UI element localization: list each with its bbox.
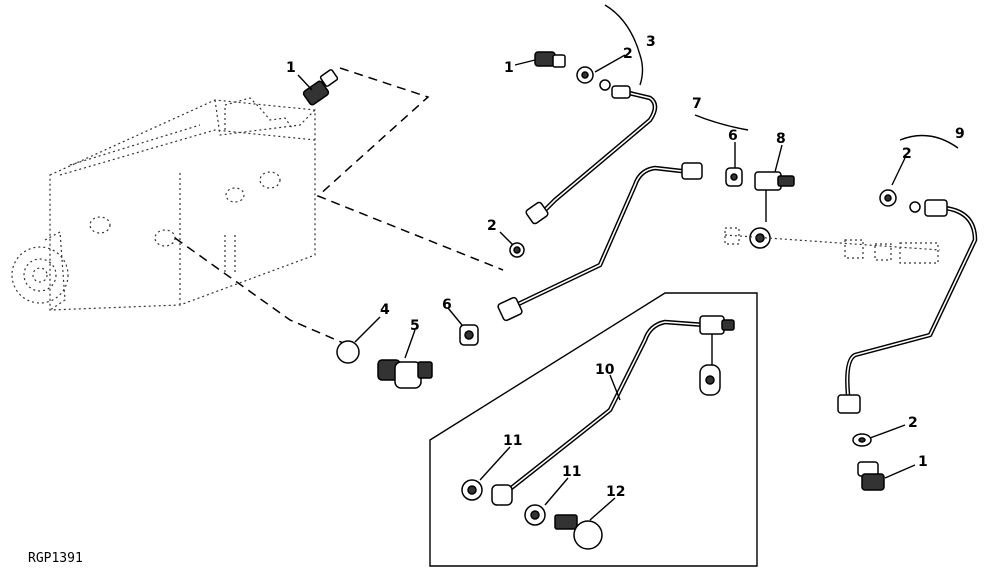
leader-lines	[297, 54, 916, 521]
callout-6b: 6	[728, 128, 738, 144]
callout-9: 9	[955, 126, 965, 142]
callout-4: 4	[380, 302, 390, 318]
callout-6a: 6	[442, 297, 452, 313]
injection-pump-body	[11, 97, 316, 311]
pipe-3	[525, 4, 658, 225]
inset-panel	[429, 292, 758, 567]
figure-code: RGP1391	[28, 551, 83, 566]
callout-1c: 1	[918, 454, 928, 470]
callout-3: 3	[646, 34, 656, 50]
callout-5: 5	[410, 318, 420, 334]
callout-1b: 1	[504, 60, 514, 76]
callout-1a: 1	[286, 60, 296, 76]
callout-2b: 2	[487, 218, 497, 234]
callout-7: 7	[692, 96, 702, 112]
callout-2c: 2	[902, 146, 912, 162]
callout-12: 12	[606, 484, 625, 500]
pipe-7	[497, 114, 749, 322]
callout-2d: 2	[908, 415, 918, 431]
callout-labels: 1 1 1 2 2 2 2 3 4 5 6 6 7 8 9 10 11 11 1…	[286, 34, 965, 500]
callout-11b: 11	[562, 464, 581, 480]
small-parts	[302, 51, 941, 491]
callout-11a: 11	[503, 433, 522, 449]
pipe-9	[837, 134, 978, 414]
callout-10: 10	[595, 362, 615, 378]
callout-8: 8	[776, 131, 786, 147]
assembly-dashed-lines	[174, 67, 504, 346]
callout-2a: 2	[623, 46, 633, 62]
